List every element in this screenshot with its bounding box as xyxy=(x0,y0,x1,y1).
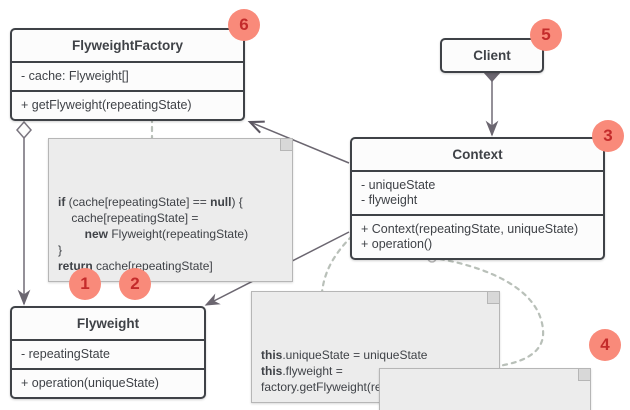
step-badge-label: 6 xyxy=(239,15,249,34)
note-fold-icon xyxy=(487,292,499,304)
wire-factory-to-flyweight xyxy=(16,120,32,306)
class-flyweight[interactable]: Flyweight - repeatingState + operation(u… xyxy=(10,306,206,399)
step-badge-3[interactable]: 3 xyxy=(592,120,624,152)
class-flyweight-factory[interactable]: FlyweightFactory - cache: Flyweight[] + … xyxy=(10,28,245,121)
class-fields-flyweight-factory: - cache: Flyweight[] xyxy=(12,61,243,90)
note-keyword: this xyxy=(261,348,283,362)
note-text xyxy=(58,227,85,241)
note-operation-body: flyweight.operation(uniqueState) xyxy=(379,368,591,410)
note-text: .flyweight = xyxy=(282,364,343,378)
step-badge-2[interactable]: 2 xyxy=(119,268,151,300)
field: - uniqueState xyxy=(361,178,436,192)
field: - repeatingState xyxy=(21,347,110,361)
step-badge-5[interactable]: 5 xyxy=(530,19,562,51)
method: + getFlyweight(repeatingState) xyxy=(21,98,192,112)
class-fields-flyweight: - repeatingState xyxy=(12,339,204,368)
class-context[interactable]: Context - uniqueState - flyweight + Cont… xyxy=(350,137,605,260)
step-badge-label: 1 xyxy=(80,274,90,293)
step-badge-6[interactable]: 6 xyxy=(228,9,260,41)
step-badge-1[interactable]: 1 xyxy=(69,268,101,300)
step-badge-4[interactable]: 4 xyxy=(589,329,621,361)
step-badge-label: 4 xyxy=(600,335,610,354)
class-title-client: Client xyxy=(473,48,511,63)
note-get-flyweight-body: if (cache[repeatingState] == null) { cac… xyxy=(48,138,293,282)
note-text: cache[repeatingState] = xyxy=(58,211,199,225)
note-keyword: if xyxy=(58,195,66,209)
note-text: Flyweight(repeatingState) xyxy=(108,227,249,241)
field: - cache: Flyweight[] xyxy=(21,69,129,83)
class-title-context: Context xyxy=(452,147,503,162)
note-fold-icon xyxy=(280,139,292,151)
note-text: cache[repeatingState] xyxy=(92,259,213,273)
class-methods-flyweight: + operation(uniqueState) xyxy=(12,368,204,397)
method: + Context(repeatingState, uniqueState) xyxy=(361,222,579,236)
method: + operation(uniqueState) xyxy=(21,376,159,390)
note-line: } xyxy=(58,242,283,258)
class-methods-context: + Context(repeatingState, uniqueState) +… xyxy=(352,214,603,258)
note-connector-context-ctor xyxy=(316,234,354,295)
note-keyword: null xyxy=(210,195,232,209)
note-text: (cache[repeatingState] == xyxy=(65,195,211,209)
note-line: cache[repeatingState] = xyxy=(58,210,283,226)
class-fields-context: - uniqueState - flyweight xyxy=(352,170,603,214)
method: + operation() xyxy=(361,237,433,251)
wire-client-to-context xyxy=(482,61,502,137)
note-text: .uniqueState = uniqueState xyxy=(282,348,428,362)
note-line: this.uniqueState = uniqueState xyxy=(261,347,490,363)
class-title-flyweight: Flyweight xyxy=(76,316,140,331)
note-text: } xyxy=(58,243,63,257)
note-line: this.flyweight = xyxy=(261,363,490,379)
note-line: new Flyweight(repeatingState) xyxy=(58,226,283,242)
class-client[interactable]: Client xyxy=(440,38,544,73)
step-badge-label: 3 xyxy=(603,126,613,145)
step-badge-label: 2 xyxy=(130,274,140,293)
step-badge-label: 5 xyxy=(541,25,551,44)
note-line: if (cache[repeatingState] == null) { xyxy=(58,194,283,210)
field: - flyweight xyxy=(361,193,418,207)
note-keyword: new xyxy=(84,227,109,241)
note-text: ) { xyxy=(231,195,243,209)
note-keyword: this xyxy=(261,364,283,378)
note-fold-icon xyxy=(578,369,590,381)
class-title-flyweight-factory: FlyweightFactory xyxy=(71,38,184,53)
class-methods-flyweight-factory: + getFlyweight(repeatingState) xyxy=(12,90,243,119)
